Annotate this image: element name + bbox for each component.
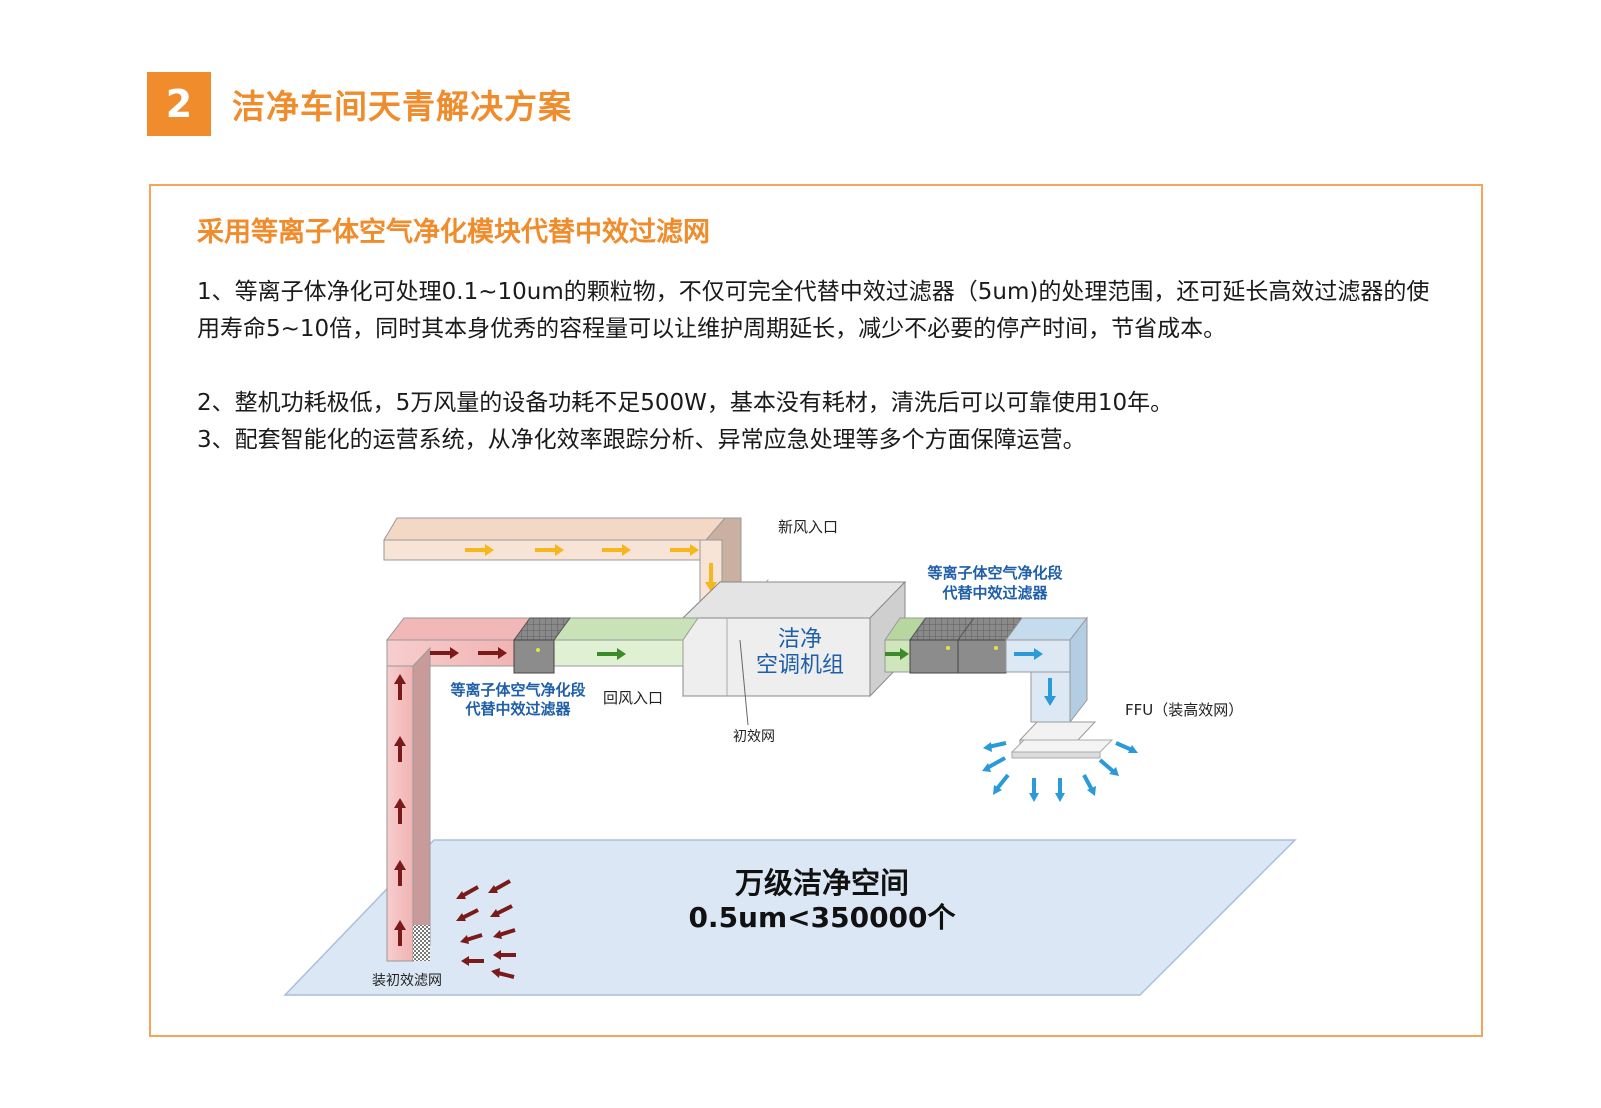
clean-room-label-line1: 万级洁净空间: [735, 866, 909, 900]
fresh-air-inlet-label: 新风入口: [778, 518, 838, 536]
green-arrow-return: [597, 648, 626, 660]
fresh-air-arrows: [465, 544, 717, 592]
content-frame: [149, 184, 1483, 1037]
clean-room-floor: [283, 839, 1297, 996]
return-pink-duct: [385, 617, 537, 963]
point-1: 1、等离子体净化可处理0.1~10um的颗粒物，不仅可完全代替中效过滤器（5um…: [197, 279, 1430, 342]
page-title: 洁净车间天青解决方案: [232, 87, 572, 126]
floor-return-arrows: [456, 879, 516, 979]
fresh-air-duct: [383, 517, 742, 607]
supply-duct-blue: [1005, 616, 1089, 724]
ffu-label: FFU（装高效网）: [1125, 701, 1243, 719]
plasma-module-supply-1: [909, 617, 975, 674]
blue-arrow-right: [1014, 648, 1043, 660]
ffu-unit: [1010, 721, 1114, 759]
plasma-label-return-line1: 等离子体空气净化段: [450, 681, 585, 699]
section-number: 2: [165, 82, 193, 126]
ahu-label-line1: 洁净: [778, 627, 822, 652]
bottom-filter-mesh: [413, 925, 430, 961]
ahu-label-line2: 空调机组: [756, 653, 844, 678]
green-arrow-supply: [885, 648, 909, 660]
blue-arrow-down: [1044, 678, 1056, 706]
bottom-filter-label: 装初效滤网: [372, 972, 442, 989]
return-air-duct: [553, 617, 699, 667]
return-duct-arrows: [394, 647, 507, 946]
section-number-badge: 2: [147, 72, 211, 136]
plasma-module-return: [513, 617, 571, 674]
plasma-label-supply-line2: 代替中效过滤器: [941, 584, 1048, 602]
plasma-label-return-line2: 代替中效过滤器: [464, 700, 571, 718]
return-air-inlet-label: 回风入口: [603, 689, 663, 707]
point-3: 3、配套智能化的运营系统，从净化效率跟踪分析、异常应急处理等多个方面保障运营。: [197, 427, 1086, 453]
ffu-outflow-arrows: [982, 741, 1138, 802]
plasma-module-supply-2: [957, 617, 1023, 674]
plasma-label-supply-line1: 等离子体空气净化段: [927, 564, 1062, 582]
point-2: 2、整机功耗极低，5万风量的设备功耗不足500W，基本没有耗材，清洗后可以可靠使…: [197, 390, 1174, 416]
primary-filter-leader-line: [739, 639, 749, 726]
section-subtitle: 采用等离子体空气净化模块代替中效过滤网: [197, 217, 710, 248]
primary-filter-label: 初效网: [733, 728, 775, 745]
clean-room-label-line2: 0.5um<350000个: [688, 901, 956, 934]
